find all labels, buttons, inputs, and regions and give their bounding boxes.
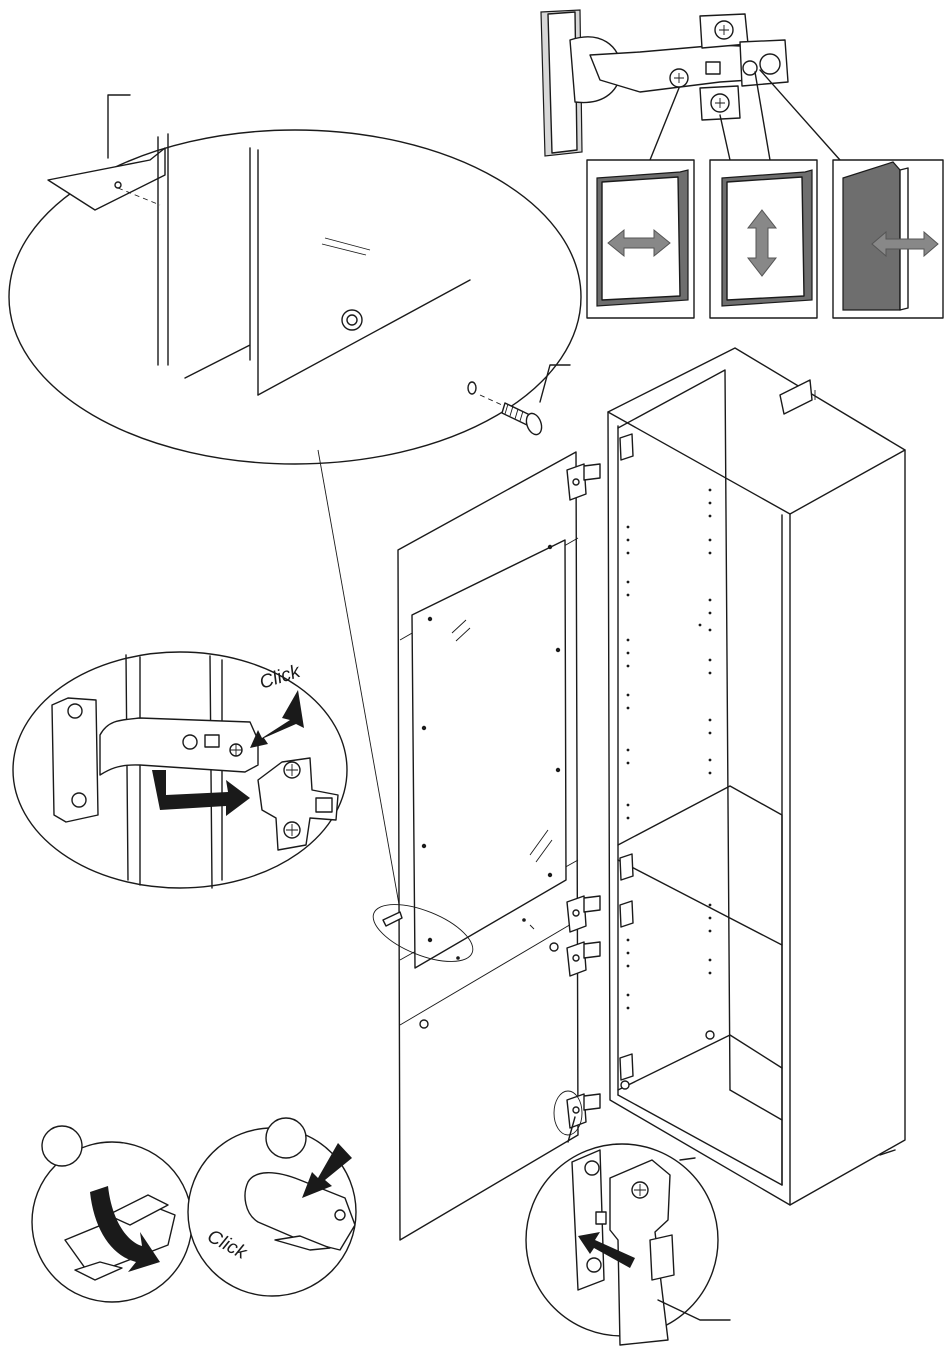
step-b-oval: Click xyxy=(188,1118,356,1296)
adjustment-depth-panel xyxy=(833,160,943,318)
adjustment-side-panel xyxy=(587,160,694,318)
adjustment-height-panel xyxy=(710,160,817,318)
door-hinge-top xyxy=(567,464,600,500)
cabinet-carcass xyxy=(608,348,905,1205)
step-a-oval xyxy=(32,1126,192,1302)
door-hinge-mid-lower xyxy=(567,942,600,976)
hinge-detail xyxy=(541,10,840,160)
door-panel xyxy=(366,452,600,1240)
door-hinge-mid-upper xyxy=(567,896,600,932)
hinge-click-oval: Click xyxy=(13,652,347,888)
screw-icon xyxy=(502,403,544,437)
